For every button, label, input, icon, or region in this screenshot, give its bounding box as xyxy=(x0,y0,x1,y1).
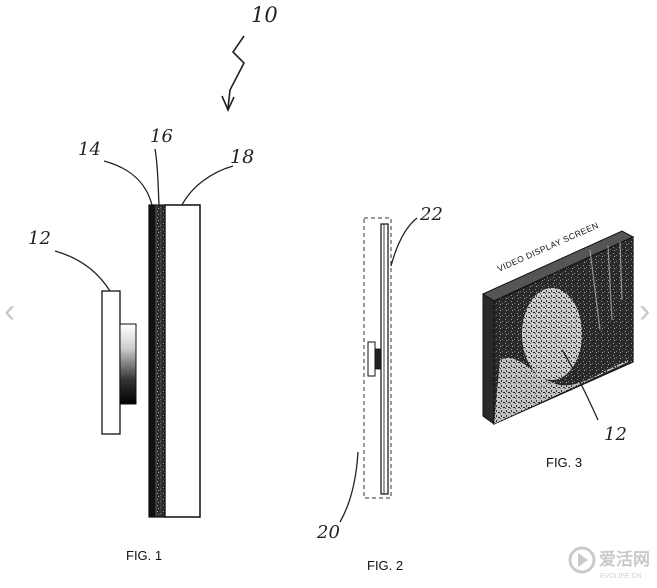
ref-numeral-20: 20 xyxy=(316,522,340,543)
fig1-caption: FIG. 1 xyxy=(126,548,162,563)
watermark-subtext: EVOLIFE.CN xyxy=(600,573,642,580)
fig1-assembly xyxy=(101,204,201,518)
ref-numeral-18: 18 xyxy=(230,146,254,168)
fig2-mount-plate xyxy=(374,348,382,370)
fig2-device xyxy=(367,341,376,377)
fig2-panel-22 xyxy=(380,223,389,495)
fig3-face-image xyxy=(522,288,582,380)
ref-numeral-10: 10 xyxy=(251,3,278,27)
fig1-layer-16 xyxy=(156,205,165,517)
ref-numeral-12-fig3: 12 xyxy=(604,424,627,445)
chevron-left-icon: ‹ xyxy=(4,292,15,330)
fig3-caption: FIG. 3 xyxy=(546,455,582,470)
watermark-text: 爱活网 xyxy=(599,549,650,569)
chevron-right-icon: › xyxy=(639,292,650,330)
fig1-mount-plate xyxy=(119,323,137,405)
prev-arrow-button[interactable]: ‹ xyxy=(0,285,20,335)
ref-numeral-16: 16 xyxy=(150,126,173,147)
fig2-assembly xyxy=(363,217,392,499)
arrowhead xyxy=(221,95,235,112)
fig1-device-12 xyxy=(101,290,121,435)
ref-numeral-22: 22 xyxy=(419,204,443,225)
ref-numeral-12-fig1: 12 xyxy=(28,228,51,249)
watermark-logo: 爱活网 EVOLIFE.CN xyxy=(568,546,650,580)
next-arrow-button[interactable]: › xyxy=(636,285,657,335)
fig1-layer-14 xyxy=(149,205,156,517)
squiggle-arrow xyxy=(227,35,245,109)
fig2-caption: FIG. 2 xyxy=(367,558,403,573)
ref-numeral-14: 14 xyxy=(78,139,101,160)
fig1-panel-18 xyxy=(164,204,201,518)
